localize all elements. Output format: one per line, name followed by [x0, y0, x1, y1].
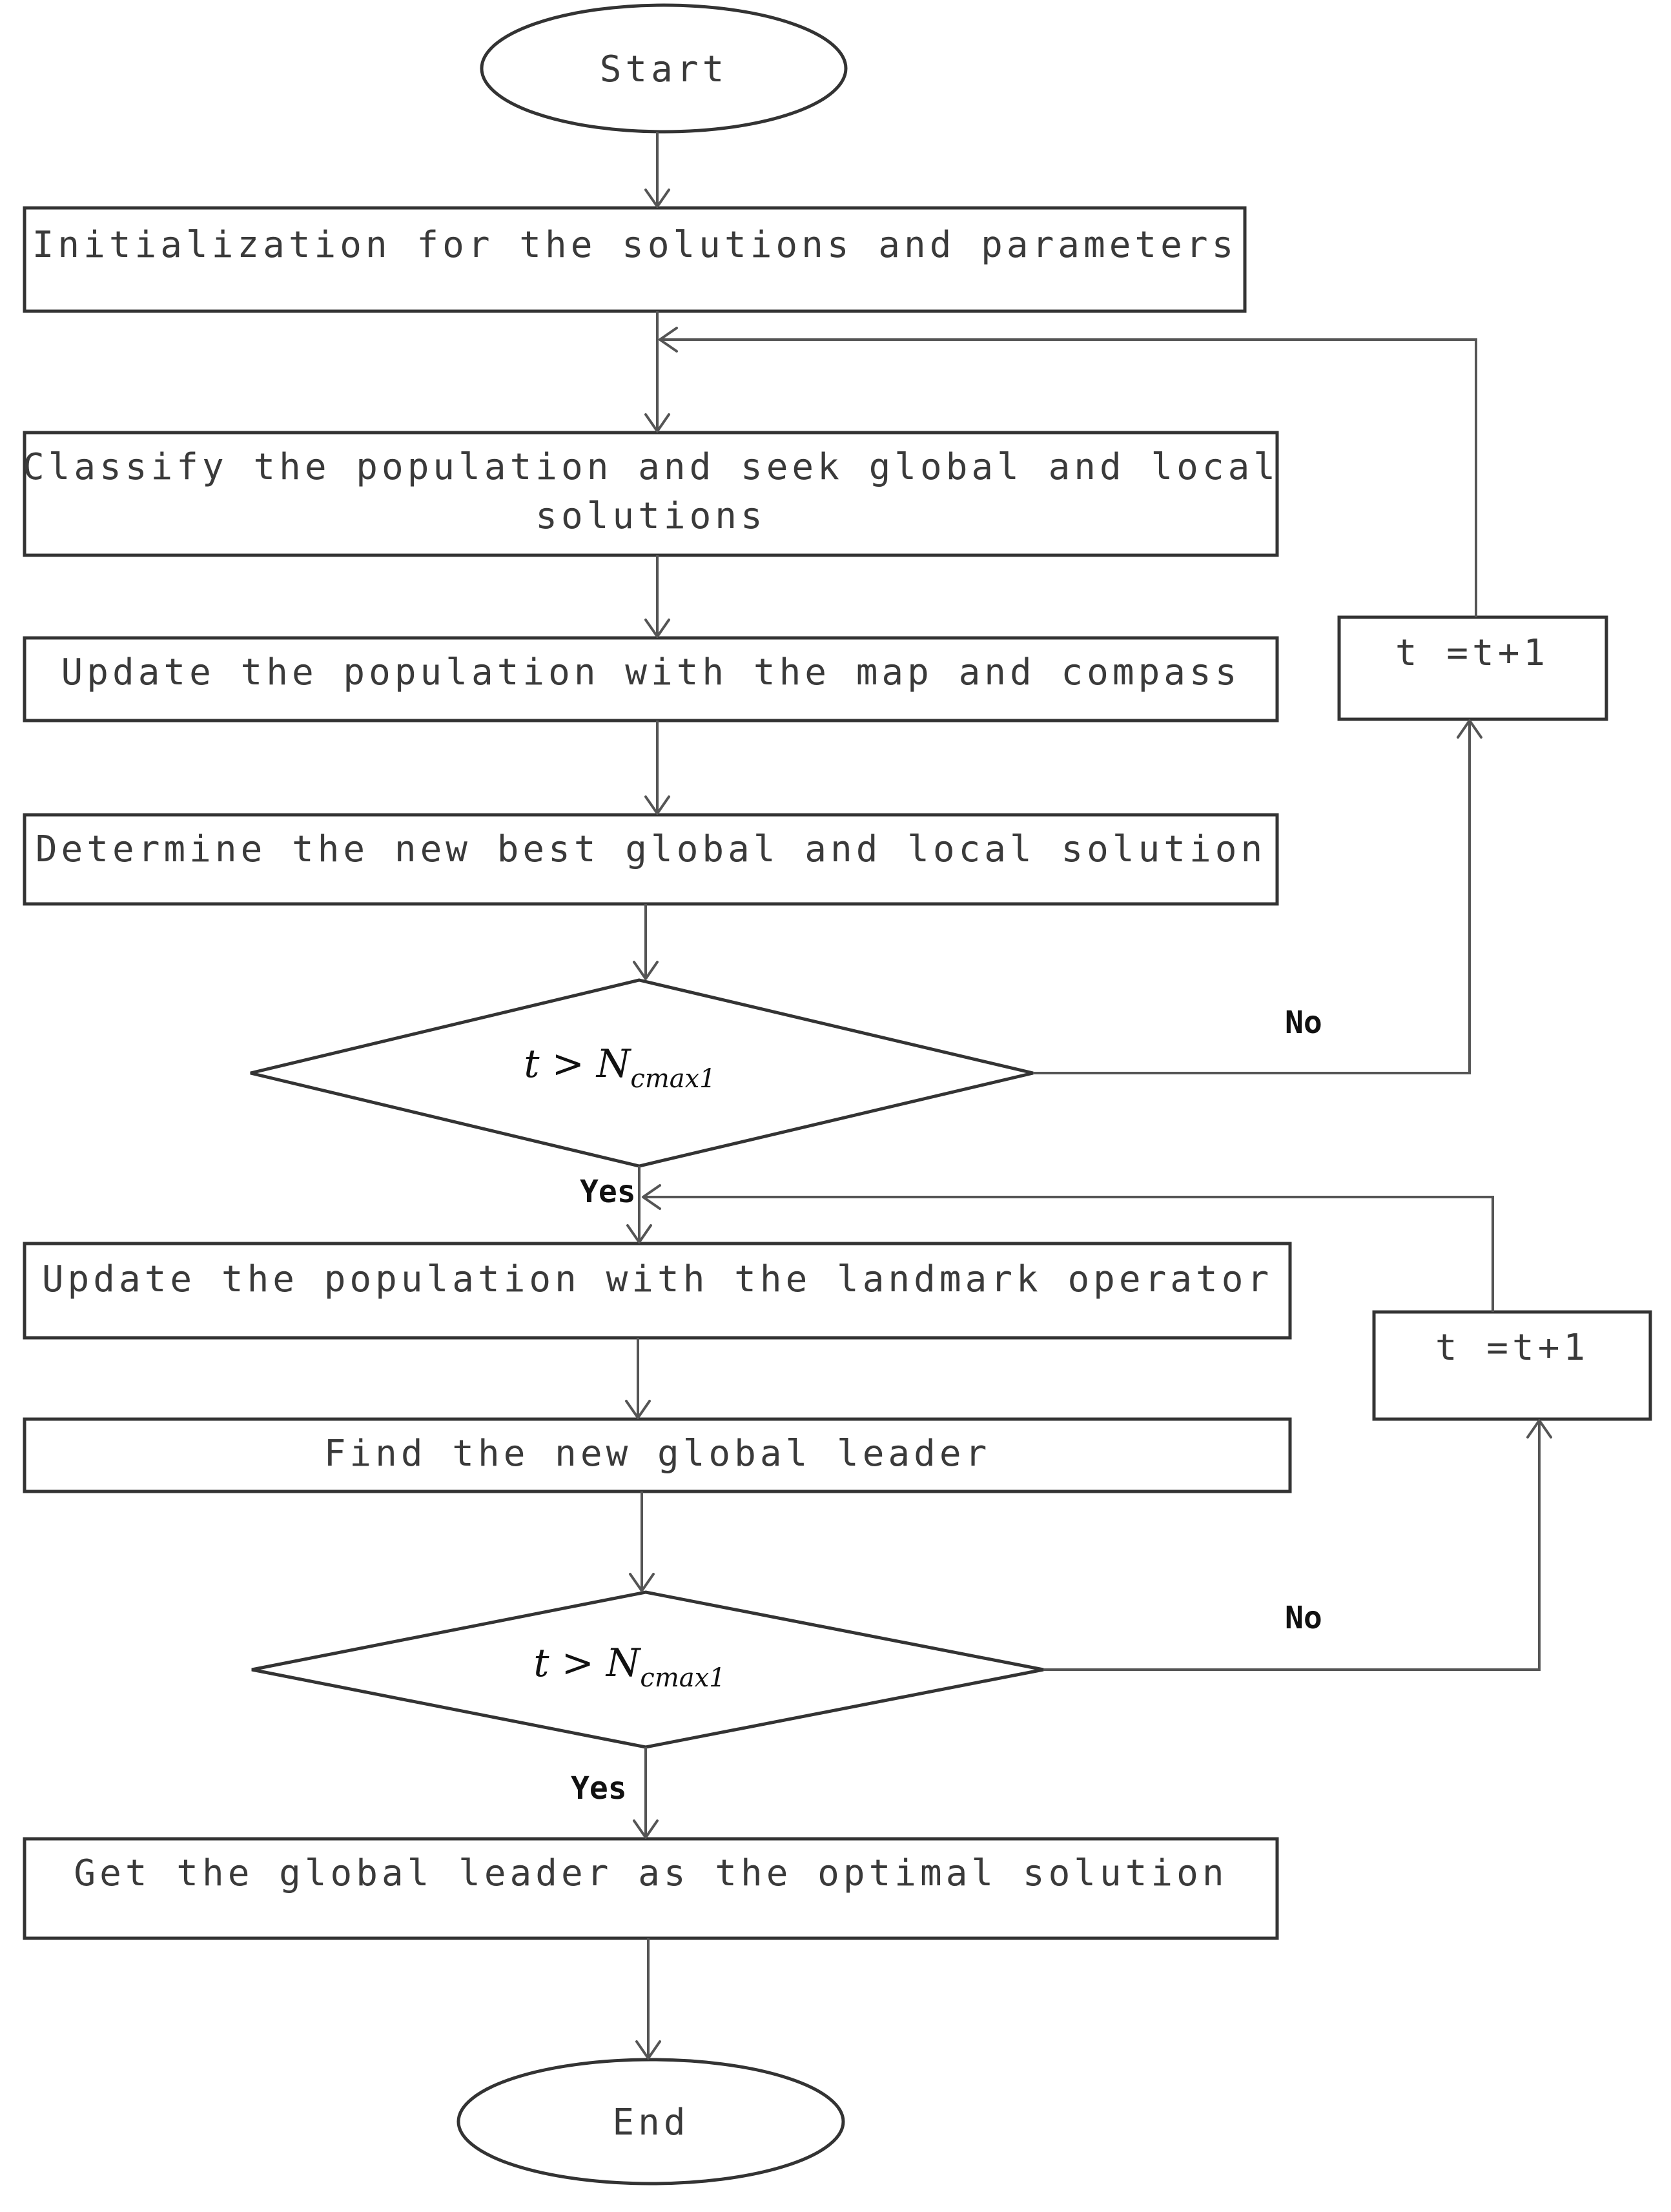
edge-decision2-no: [1043, 1420, 1541, 1671]
label-yes-1: Yes: [580, 1174, 636, 1210]
arrowhead-get-end: [635, 2040, 661, 2060]
get-leader-box: [23, 1837, 1279, 1940]
arrowhead-init-classify: [644, 413, 670, 433]
get-leader-label: Get the global leader as the optimal sol…: [74, 1852, 1227, 1894]
start-label: Start: [600, 48, 728, 90]
arrowhead-decision2-no: [1526, 1419, 1552, 1439]
arrowhead-determine-decision1: [633, 961, 659, 980]
find-leader-box: [23, 1417, 1292, 1493]
label-no-1: No: [1285, 1005, 1322, 1041]
classify-label-line2: solutions: [535, 495, 766, 537]
edge-counter2-loop: [643, 1196, 1494, 1312]
arrowhead-decision1-no: [1457, 719, 1482, 739]
arrowhead-find-decision2: [629, 1573, 655, 1592]
classify-box: [23, 431, 1279, 557]
arrowhead-classify-update: [644, 619, 670, 638]
label-yes-2: Yes: [571, 1770, 627, 1807]
update-landmark-box: [23, 1242, 1292, 1340]
counter-1-box: [1337, 615, 1608, 721]
decision-2-label: t > Ncmax1: [533, 1641, 725, 1693]
determine-box: [23, 813, 1279, 906]
label-no-2: No: [1285, 1600, 1322, 1636]
decision-1-label: t > Ncmax1: [524, 1041, 715, 1094]
end-label: End: [612, 2102, 689, 2144]
update-map-label: Update the population with the map and c…: [61, 651, 1241, 693]
edge-decision1-no: [1033, 721, 1471, 1074]
counter-2-box: [1372, 1310, 1652, 1421]
determine-label: Determine the new best global and local …: [36, 828, 1266, 870]
find-leader-label: Find the new global leader: [324, 1433, 991, 1475]
start-terminal: [480, 3, 848, 134]
arrowhead-start-init: [644, 189, 670, 208]
update-landmark-label: Update the population with the landmark …: [42, 1258, 1273, 1300]
arrowhead-landmark-find: [625, 1400, 651, 1419]
arrowhead-counter1-loop: [659, 327, 678, 353]
arrowhead-counter2-loop: [642, 1184, 661, 1210]
end-terminal: [456, 2058, 845, 2186]
counter-1-label: t =t+1: [1395, 632, 1549, 674]
arrowhead-decision1-yes: [626, 1224, 652, 1244]
update-map-box: [23, 636, 1279, 722]
counter-2-label: t =t+1: [1435, 1327, 1589, 1369]
classify-label-line1: Classify the population and seek global …: [23, 446, 1279, 488]
arrowhead-update-determine: [644, 795, 670, 815]
edge-counter1-loop: [660, 338, 1477, 617]
init-label: Initialization for the solutions and par…: [32, 224, 1238, 266]
arrowhead-decision2-yes: [633, 1819, 659, 1839]
init-box: [23, 206, 1247, 313]
